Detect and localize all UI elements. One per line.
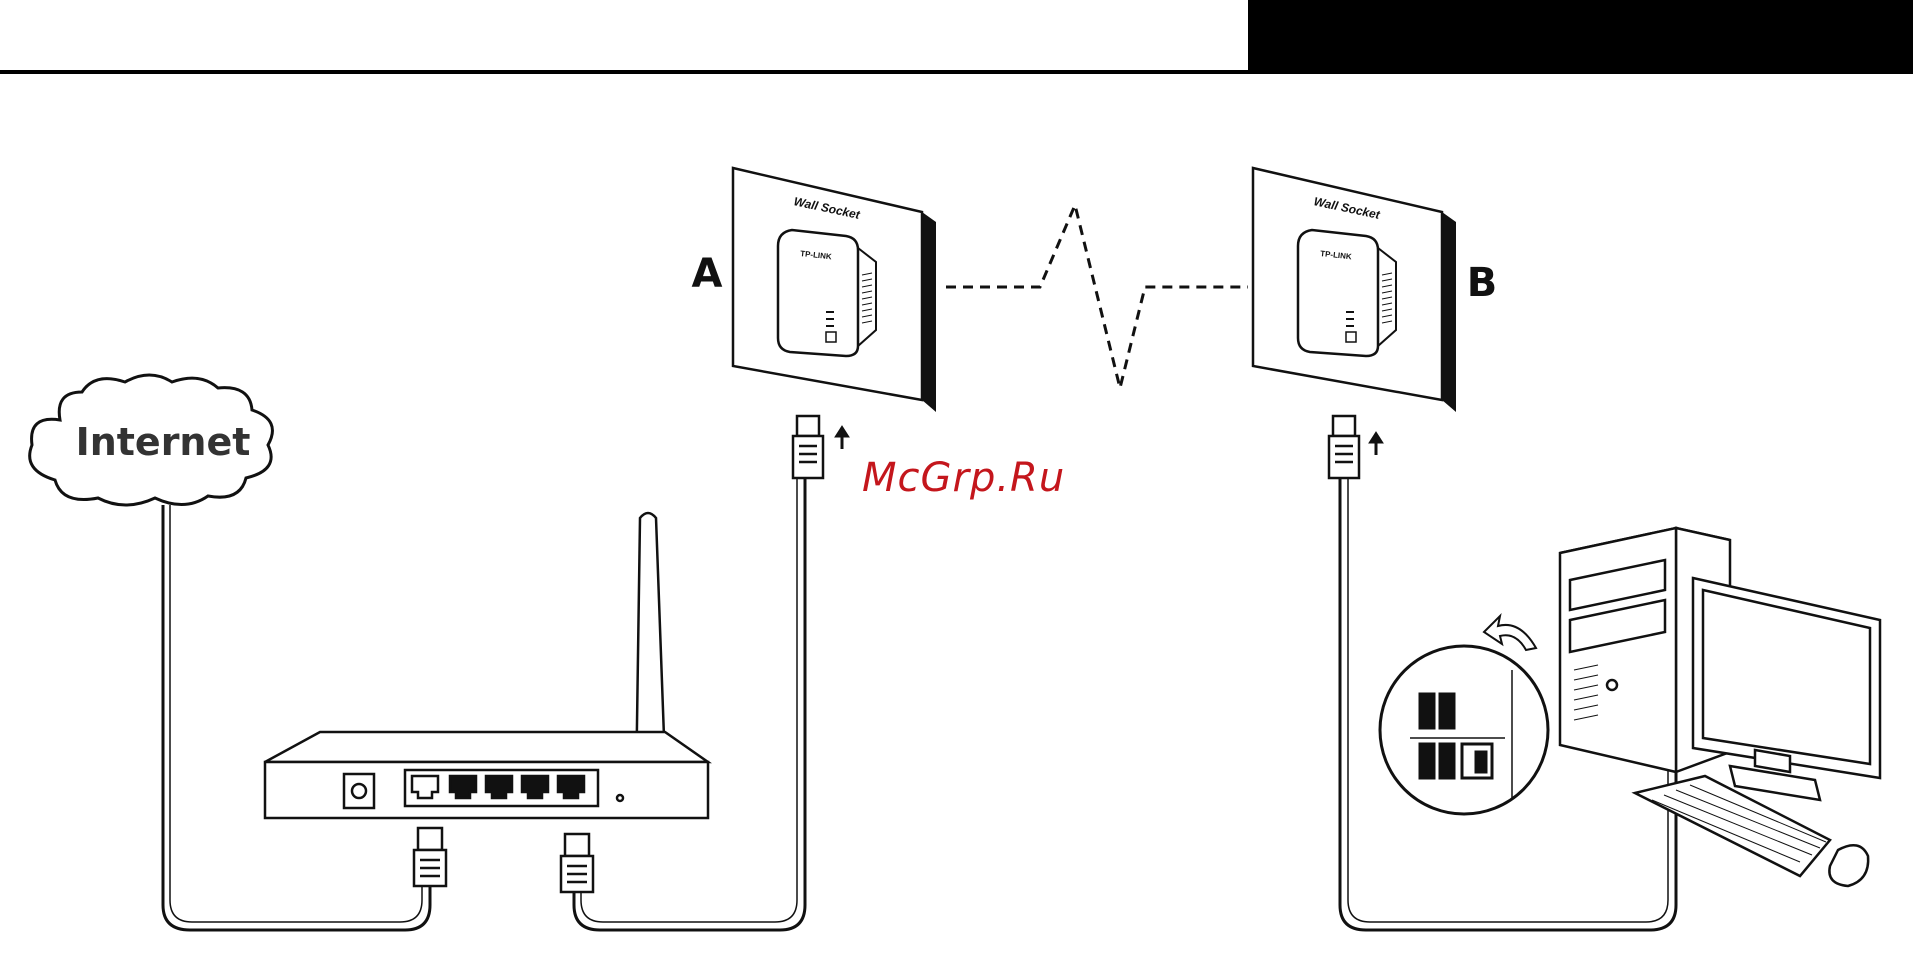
- ethernet-plug-lan: [561, 834, 593, 892]
- cable-router-adapter-a-inner: [581, 475, 797, 922]
- internet-label: Internet: [76, 420, 251, 464]
- arrow-up-icon-a: [835, 426, 849, 449]
- usb-port-1: [1420, 694, 1434, 728]
- arrow-up-icon-b: [1369, 432, 1383, 455]
- cable-internet-router-inner: [170, 505, 422, 922]
- wall-socket-a: Wall Socket TP-LINK: [733, 168, 936, 412]
- cable-internet-router: [163, 505, 430, 930]
- callout-circle: [1380, 646, 1548, 814]
- wall-plate-a-shadow: [922, 212, 936, 412]
- rear-port-callout: [1380, 646, 1548, 814]
- ethernet-plug-adapter-b: [1329, 416, 1359, 478]
- usb-port-3: [1420, 744, 1434, 778]
- ethernet-port-plug: [1476, 752, 1486, 772]
- router-reset-icon: [617, 795, 623, 801]
- powerline-adapter-b: [1298, 230, 1378, 356]
- ethernet-plug-adapter-a: [793, 416, 823, 478]
- powerline-adapter-a-side: [858, 248, 876, 346]
- page-header: [0, 0, 1913, 72]
- router-top-surface: [265, 732, 708, 762]
- powerline-link-zigzag: [946, 205, 1248, 388]
- mouse-icon: [1829, 845, 1868, 886]
- wall-socket-b: Wall Socket TP-LINK: [1253, 168, 1456, 412]
- wall-plate-b-shadow: [1442, 212, 1456, 412]
- router-plugs: [414, 828, 593, 892]
- usb-port-2: [1440, 694, 1454, 728]
- cable-router-adapter-a: [574, 475, 805, 930]
- callout-arrow-icon: [1484, 616, 1536, 650]
- insert-arrows: [835, 426, 1383, 455]
- computer: [1560, 528, 1880, 886]
- powerline-adapter-b-side: [1378, 248, 1396, 346]
- watermark-text: McGrp.Ru: [862, 455, 1065, 501]
- powerline-adapter-a: [778, 230, 858, 356]
- internet-cloud: Internet: [30, 375, 273, 505]
- pc-power-icon: [1607, 680, 1617, 690]
- usb-port-4: [1440, 744, 1454, 778]
- router: [265, 513, 708, 818]
- adapter-b-letter: B: [1467, 260, 1498, 306]
- header-black-tab: [1248, 0, 1913, 71]
- ethernet-plug-wan: [414, 828, 446, 886]
- power-jack-icon: [352, 784, 366, 798]
- adapter-a-letter: A: [692, 251, 723, 297]
